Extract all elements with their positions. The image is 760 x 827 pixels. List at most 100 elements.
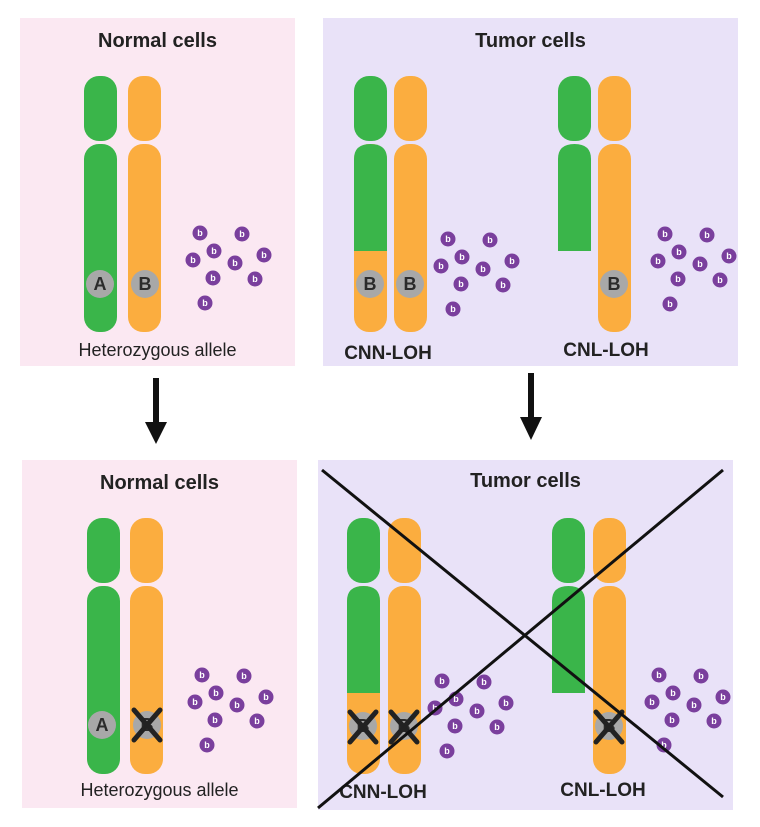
b-molecule-icon: b xyxy=(192,225,208,241)
allele-b-marker-blocked: B xyxy=(388,709,420,745)
svg-text:b: b xyxy=(241,671,247,681)
b-molecule-icon: b xyxy=(656,737,672,753)
top-cnn-loh-label: CNN-LOH xyxy=(344,343,432,364)
svg-text:b: b xyxy=(254,716,260,726)
svg-text:b: b xyxy=(655,256,661,266)
svg-text:b: b xyxy=(711,716,717,726)
green-chromosome-q-arm-truncated xyxy=(558,144,591,251)
b-molecule-icon: b xyxy=(194,667,210,683)
b-molecule-icon: b xyxy=(445,301,461,317)
svg-text:b: b xyxy=(232,258,238,268)
b-molecule-icon: b xyxy=(712,272,728,288)
allele-b-marker: B xyxy=(396,270,424,298)
b-molecule-icon: b xyxy=(258,689,274,705)
b-molecule-icon: b xyxy=(236,668,252,684)
svg-text:b: b xyxy=(453,694,459,704)
top-normal-caption: Heterozygous allele xyxy=(78,340,237,360)
green-chromosome-p-arm xyxy=(558,76,591,141)
svg-text:B: B xyxy=(608,274,621,294)
b-molecule-icon: b xyxy=(206,243,222,259)
svg-text:b: b xyxy=(261,250,267,260)
svg-text:A: A xyxy=(96,715,109,735)
bottom-cnl-loh-chromosome-pair: B xyxy=(552,518,626,774)
svg-text:B: B xyxy=(364,274,377,294)
svg-text:b: b xyxy=(669,715,675,725)
b-molecule-icon: b xyxy=(208,685,224,701)
svg-text:b: b xyxy=(239,229,245,239)
allele-b-marker: B xyxy=(600,270,628,298)
b-molecule-icon: b xyxy=(234,226,250,242)
svg-text:b: b xyxy=(210,273,216,283)
b-molecule-icon: b xyxy=(447,718,463,734)
allele-a-marker: A xyxy=(86,270,114,298)
b-molecule-icon: b xyxy=(665,685,681,701)
green-chromosome-p-arm xyxy=(84,76,117,141)
top-normal-title: Normal cells xyxy=(98,30,217,52)
top-cnn-loh-chromosome-pair: B B xyxy=(354,76,427,332)
svg-text:b: b xyxy=(192,697,198,707)
svg-text:b: b xyxy=(474,706,480,716)
svg-text:b: b xyxy=(667,299,673,309)
b-molecule-icon: b xyxy=(699,227,715,243)
bottom-cnl-loh-label: CNL-LOH xyxy=(560,780,646,801)
orange-chromosome-q-arm xyxy=(128,144,161,332)
bottom-cnn-loh-chromosome-pair: B B xyxy=(347,518,421,774)
b-molecule-icon: b xyxy=(256,247,272,263)
b-molecule-icon: b xyxy=(433,258,449,274)
svg-text:b: b xyxy=(459,252,465,262)
svg-text:b: b xyxy=(213,688,219,698)
allele-b-marker-blocked: B xyxy=(593,709,625,745)
b-molecule-icon: b xyxy=(651,667,667,683)
svg-text:b: b xyxy=(445,234,451,244)
top-normal-chromosome-pair: A B xyxy=(84,76,161,332)
orange-chromosome-q-arm xyxy=(593,586,626,774)
svg-text:b: b xyxy=(717,275,723,285)
b-molecule-icon: b xyxy=(207,712,223,728)
allele-a-marker: A xyxy=(88,711,116,739)
svg-text:b: b xyxy=(438,261,444,271)
bottom-cnn-loh-label: CNN-LOH xyxy=(339,782,427,803)
svg-text:b: b xyxy=(662,229,668,239)
orange-chromosome-p-arm xyxy=(128,76,161,141)
svg-text:b: b xyxy=(432,703,438,713)
b-molecule-icon: b xyxy=(482,232,498,248)
svg-text:b: b xyxy=(202,298,208,308)
b-molecule-icon: b xyxy=(686,697,702,713)
svg-text:b: b xyxy=(204,740,210,750)
svg-text:b: b xyxy=(509,256,515,266)
b-molecule-icon: b xyxy=(454,249,470,265)
b-molecule-icon: b xyxy=(489,719,505,735)
svg-text:b: b xyxy=(458,279,464,289)
b-molecule-icon: b xyxy=(199,737,215,753)
b-molecule-icon: b xyxy=(657,226,673,242)
orange-chromosome-q-arm xyxy=(394,144,427,332)
svg-text:b: b xyxy=(452,721,458,731)
svg-text:b: b xyxy=(670,688,676,698)
b-molecule-icon: b xyxy=(453,276,469,292)
green-chromosome-p-arm xyxy=(552,518,585,583)
green-chromosome-p-arm xyxy=(354,76,387,141)
b-molecule-icon: b xyxy=(187,694,203,710)
orange-chromosome-p-arm xyxy=(130,518,163,583)
orange-chromosome-p-arm xyxy=(394,76,427,141)
svg-text:b: b xyxy=(720,692,726,702)
bottom-normal-title: Normal cells xyxy=(100,472,219,494)
b-molecule-icon: b xyxy=(227,255,243,271)
svg-text:b: b xyxy=(487,235,493,245)
orange-chromosome-q-arm xyxy=(130,586,163,774)
orange-chromosome-p-arm xyxy=(598,76,631,141)
svg-text:b: b xyxy=(503,698,509,708)
panel-cross-out xyxy=(317,468,724,810)
b-molecule-icon: b xyxy=(715,689,731,705)
allele-b-marker-blocked: B xyxy=(347,709,379,745)
top-cnl-loh-chromosome-pair: B xyxy=(558,76,631,332)
svg-text:b: b xyxy=(211,246,217,256)
orange-chromosome-q-arm xyxy=(598,144,631,332)
